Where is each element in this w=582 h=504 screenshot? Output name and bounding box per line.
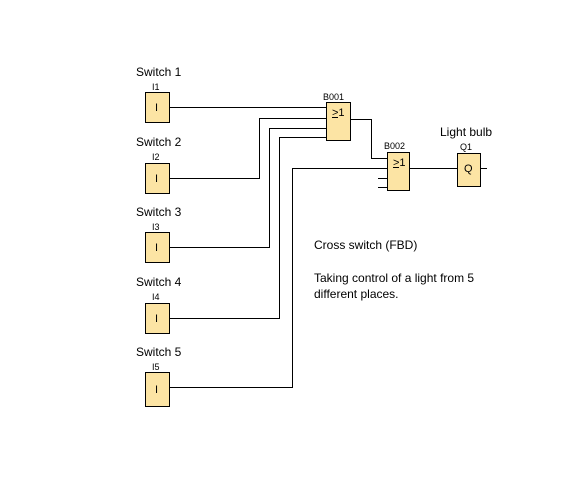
b002-symbol: >1 [393,157,406,169]
input-switch-1: Switch 1 I1 I [136,65,182,123]
b002-box[interactable] [387,152,410,191]
wire-i2-to-b001 [169,118,326,179]
wire-i4-to-b001 [169,137,326,319]
input-switch-3: Switch 3 I3 I [136,205,182,263]
switch-1-label: Switch 1 [136,65,182,79]
input-switch-5: Switch 5 I5 I [136,345,182,407]
switch-5-symbol: I [155,384,158,396]
switch-2-address: I2 [152,152,160,162]
switch-3-block[interactable] [145,232,170,263]
switch-4-address: I4 [152,292,160,302]
light-bulb-address: Q1 [460,142,472,152]
switch-1-symbol: I [155,102,158,114]
light-bulb-block[interactable] [457,153,481,187]
switch-2-symbol: I [155,173,158,185]
input-switch-4: Switch 4 I4 I [136,275,182,334]
description: Cross switch (FBD) Taking control of a l… [314,238,474,301]
switch-4-label: Switch 4 [136,275,182,289]
b001-box[interactable] [326,102,351,141]
switch-1-block[interactable] [145,92,170,123]
wire-i5-to-b002 [169,168,387,388]
switch-2-label: Switch 2 [136,135,182,149]
switch-4-symbol: I [155,313,158,325]
description-line-2: different places. [314,287,399,301]
description-line-1: Taking control of a light from 5 [314,271,474,285]
light-bulb-label: Light bulb [440,125,492,139]
switch-5-label: Switch 5 [136,345,182,359]
block-b002: B002 >1 [378,141,410,191]
switch-3-symbol: I [155,242,158,254]
b001-id: B001 [323,92,344,102]
output-light-bulb: Light bulb Q1 Q [440,125,492,187]
b001-symbol: >1 [332,107,345,119]
switch-2-block[interactable] [145,163,170,194]
light-bulb-symbol: Q [464,163,473,175]
switch-1-address: I1 [152,82,160,92]
block-b001: B001 >1 [323,92,351,141]
wire-i3-to-b001 [169,128,326,248]
input-switch-2: Switch 2 I2 I [136,135,182,194]
switch-3-label: Switch 3 [136,205,182,219]
switch-5-block[interactable] [145,372,170,407]
b002-id: B002 [384,141,405,151]
description-title: Cross switch (FBD) [314,238,417,252]
switch-5-address: I5 [152,362,160,372]
switch-3-address: I3 [152,222,160,232]
wire-b001-to-b002 [350,119,387,159]
